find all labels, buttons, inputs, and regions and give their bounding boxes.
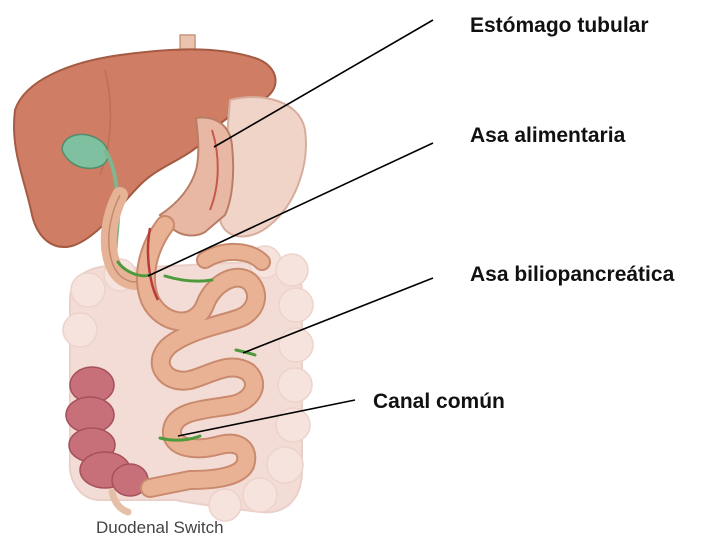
label-canal-comun: Canal común — [373, 390, 505, 414]
label-asa-biliopancreatica: Asa biliopancreática — [470, 263, 674, 287]
diagram-caption: Duodenal Switch — [96, 518, 224, 538]
label-asa-alimentaria: Asa alimentaria — [470, 124, 625, 148]
label-estomago-tubular: Estómago tubular — [470, 14, 649, 38]
